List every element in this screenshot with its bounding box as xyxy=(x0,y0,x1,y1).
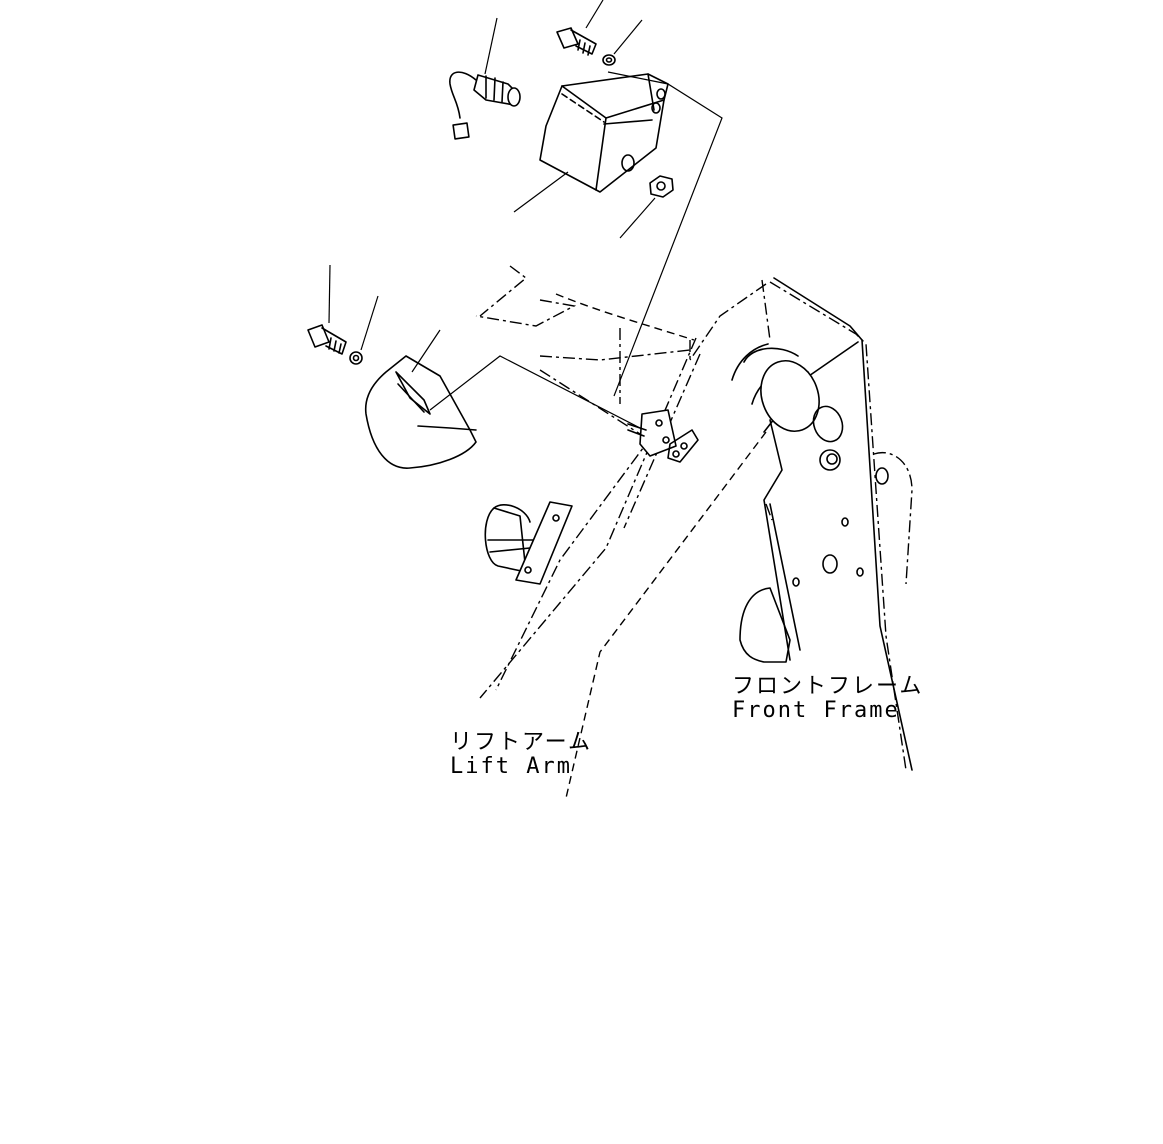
front-frame-label-en: Front Frame xyxy=(732,698,900,723)
bolt-left xyxy=(307,264,347,355)
guard-cover xyxy=(364,329,645,469)
washer-left xyxy=(349,295,379,365)
bolt-top xyxy=(556,0,604,56)
lift-arm-label-en: Lift Arm xyxy=(450,754,572,779)
leader-bracket-mount xyxy=(607,71,723,397)
washer-top xyxy=(602,19,643,66)
mounting-block xyxy=(484,501,573,585)
lift-arm-outline xyxy=(475,265,767,799)
sensor-mount-plate xyxy=(627,409,699,463)
front-frame-label-jp: フロントフレーム xyxy=(732,674,924,699)
nut xyxy=(619,175,674,239)
lift-arm-label-jp: リフトアーム xyxy=(450,730,593,755)
sensor-bracket xyxy=(513,73,669,213)
front-frame xyxy=(689,277,913,771)
proximity-sensor xyxy=(449,17,521,140)
